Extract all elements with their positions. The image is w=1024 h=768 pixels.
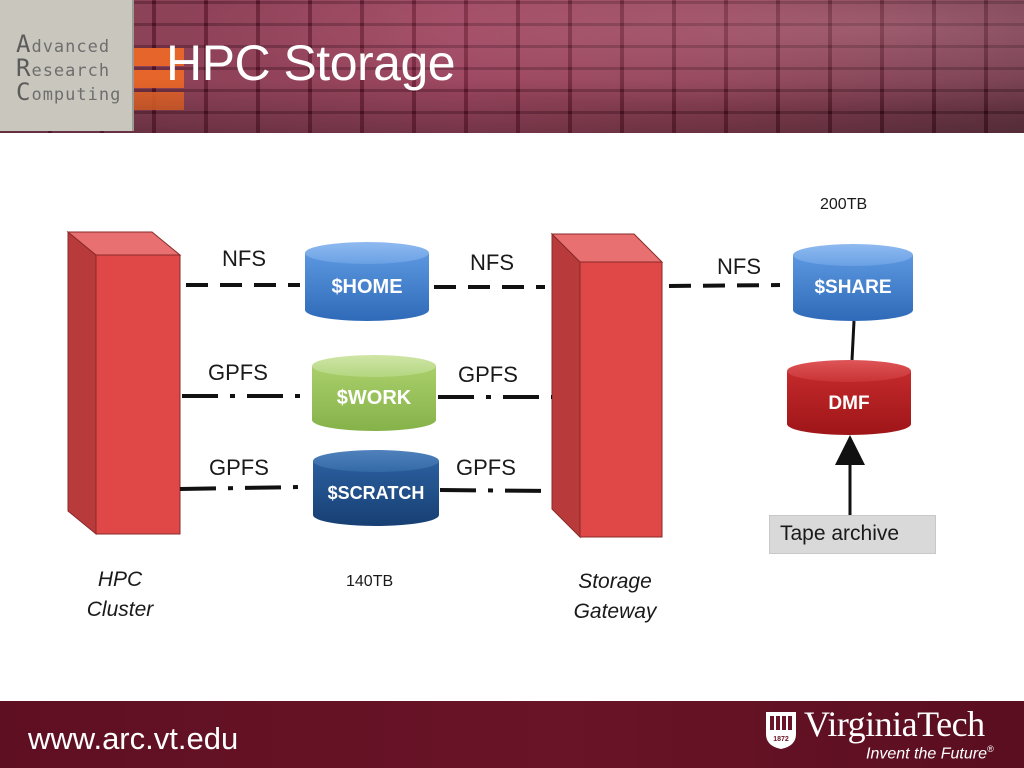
orange-accent-tile <box>134 92 184 110</box>
gpfs-link-cluster-scratch <box>179 485 301 491</box>
hpc-cluster-caption: HPC Cluster <box>70 565 170 625</box>
logo-line-research: Research <box>16 54 111 82</box>
storage-diagram <box>66 230 913 539</box>
gpfs-label-cluster-scratch: GPFS <box>209 455 269 480</box>
nfs-link-gateway-share <box>668 283 781 288</box>
tape-archive-box <box>769 515 936 554</box>
header-banner: Advanced Research Computing HPC Storage <box>0 0 1024 133</box>
gpfs-label-scratch-gateway: GPFS <box>456 455 516 480</box>
nfs-label-home-gateway: NFS <box>470 250 514 275</box>
vt-seal-icon: 1872 <box>766 712 796 749</box>
footer-bar <box>0 701 1024 768</box>
storage-gateway-caption-line1: Storage <box>578 570 652 593</box>
work-label: $WORK <box>336 387 412 409</box>
tape-archive-label: Tape archive <box>780 522 900 545</box>
header-shade <box>0 0 1024 133</box>
vt-tagline: Invent the Future® <box>866 744 994 763</box>
share-capacity: 200TB <box>820 196 868 213</box>
storage-gateway-caption-line2: Gateway <box>573 600 657 623</box>
slide-title: HPC Storage <box>166 35 456 91</box>
nfs-label-cluster-home: NFS <box>222 246 266 271</box>
share-label: $SHARE <box>814 277 892 298</box>
nfs-label-gateway-share: NFS <box>717 254 761 279</box>
logo-line-advanced: Advanced <box>16 30 111 58</box>
gpfs-label-work-gateway: GPFS <box>458 362 518 387</box>
hpc-cluster-caption-line2: Cluster <box>86 598 154 621</box>
storage-gateway-caption: Storage Gateway <box>555 567 675 627</box>
storage-gateway-box <box>550 232 664 539</box>
home-cylinder <box>305 242 429 321</box>
orange-accent-tile <box>134 70 184 88</box>
hpc-cluster-box <box>66 230 182 536</box>
scratch-cylinder <box>313 450 439 526</box>
footer-url-link[interactable]: www.arc.vt.edu <box>28 721 239 756</box>
arc-logo: Advanced Research Computing <box>0 0 134 131</box>
work-cylinder <box>312 355 436 431</box>
vt-tagline-text: Invent the Future <box>866 745 987 763</box>
share-dmf-connector <box>850 320 856 361</box>
work-scratch-capacity: 140TB <box>346 573 394 590</box>
gpfs-label-cluster-work: GPFS <box>208 360 268 385</box>
vt-wordmark: VirginiaTech <box>804 704 985 744</box>
seal-year: 1872 <box>773 736 789 743</box>
scratch-label: $SCRATCH <box>327 483 425 503</box>
gpfs-link-scratch-gateway <box>439 488 553 493</box>
header-texture <box>0 0 1024 133</box>
dmf-cylinder <box>787 360 911 435</box>
dmf-label: DMF <box>828 393 870 414</box>
orange-accent-tile <box>134 48 184 66</box>
share-cylinder <box>793 244 913 321</box>
hpc-cluster-caption-line1: HPC <box>97 568 143 591</box>
logo-line-computing: Computing <box>16 78 122 106</box>
home-label: $HOME <box>331 276 403 298</box>
